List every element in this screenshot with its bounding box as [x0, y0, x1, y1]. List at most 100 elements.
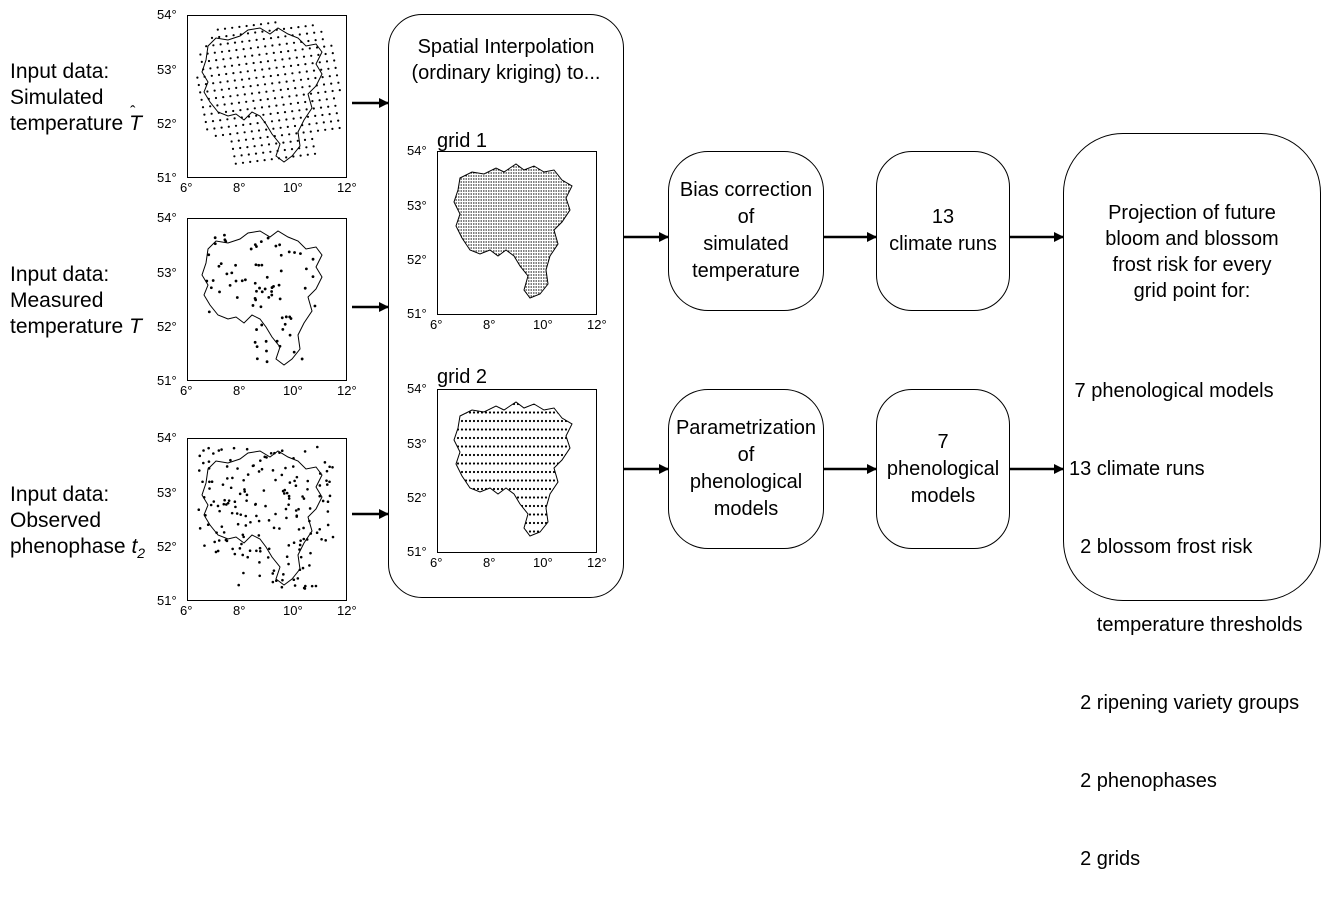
map-point [573, 403, 575, 405]
map-point [319, 106, 323, 109]
map-point [226, 80, 229, 83]
map-point [233, 117, 236, 120]
map-point [472, 411, 476, 414]
map-point [227, 87, 231, 90]
map-point [577, 411, 579, 413]
map-point [262, 489, 266, 492]
map-point [508, 513, 512, 516]
map-point [472, 445, 476, 448]
map-point [496, 428, 500, 431]
map-point [472, 436, 476, 440]
map-point [488, 470, 492, 474]
map-point [464, 470, 468, 474]
parametrization-box: Parametrization of phenological models [668, 389, 824, 549]
map-point [456, 496, 460, 499]
input-label-line3: temperature [10, 112, 130, 135]
map-point [293, 479, 296, 483]
map-point [238, 492, 242, 496]
map-point [524, 411, 528, 414]
map-point [233, 155, 236, 158]
map-point [512, 496, 516, 499]
map-point [235, 86, 238, 89]
map-point [552, 445, 556, 448]
lon-tick: 6° [180, 603, 193, 618]
map-point [285, 491, 289, 495]
map-point [274, 21, 277, 24]
map-point [488, 496, 492, 499]
map-point [278, 344, 282, 348]
map-point [249, 520, 252, 524]
map-point [454, 521, 456, 525]
map-point [496, 453, 500, 457]
map-point [307, 77, 310, 80]
map-point [508, 530, 512, 533]
map-point [560, 530, 564, 533]
map-point [324, 90, 327, 93]
map-point [287, 50, 290, 53]
map-point [198, 527, 202, 530]
map-point [573, 428, 575, 430]
map-point [240, 542, 243, 546]
map-point [265, 275, 269, 279]
map-point [577, 445, 579, 447]
input-label-observed: Input data: Observed phenophase t2 [10, 482, 145, 566]
projection-item: 2 grids [1069, 848, 1141, 870]
projection-item: 13 climate runs [1069, 458, 1205, 480]
map-point [315, 46, 319, 49]
map-point [296, 101, 300, 104]
map-point [223, 498, 226, 502]
map-point [573, 505, 575, 507]
map-point [309, 92, 313, 95]
map-point [291, 72, 294, 75]
t-symbol: T [129, 315, 142, 338]
map-point [480, 487, 484, 491]
map-point [243, 131, 246, 134]
map-point [295, 94, 298, 97]
lon-tick: 12° [337, 383, 357, 398]
map-point [279, 126, 282, 129]
map-point [298, 109, 301, 112]
map-point [536, 436, 540, 440]
map-point [536, 487, 540, 491]
map-point [212, 44, 215, 47]
map-point [472, 513, 476, 516]
map-point [496, 436, 500, 440]
map-point [231, 547, 234, 551]
map-point [268, 29, 271, 32]
lat-tick: 51° [407, 306, 427, 321]
input-label-line2: Simulated [10, 86, 104, 109]
map-point [242, 48, 245, 51]
map-point [256, 84, 259, 87]
lat-tick: 54° [157, 430, 177, 445]
map-point [552, 462, 556, 465]
map-point [496, 402, 500, 406]
map-point [484, 428, 488, 431]
map-point [216, 504, 220, 508]
map-point [294, 484, 298, 488]
map-point [573, 454, 575, 456]
map-point [247, 115, 251, 118]
map-point [225, 503, 228, 506]
map-point [311, 24, 314, 27]
map-point [464, 504, 468, 508]
map-point [292, 350, 296, 354]
map-point [488, 462, 492, 465]
map-point [217, 73, 221, 76]
map-point [209, 67, 212, 70]
map-point [484, 419, 488, 423]
map-point [312, 69, 316, 72]
map-point [322, 121, 325, 124]
map-point [253, 281, 257, 285]
map-point [508, 479, 512, 482]
map-point [472, 419, 476, 423]
map-point [488, 445, 492, 448]
map-point [548, 487, 552, 491]
map-point [484, 496, 488, 499]
lon-tick: 10° [533, 555, 553, 570]
map-point [577, 479, 579, 481]
map-point [516, 411, 520, 414]
map-point [532, 445, 536, 448]
map-point [449, 420, 451, 422]
map-point [468, 402, 472, 406]
